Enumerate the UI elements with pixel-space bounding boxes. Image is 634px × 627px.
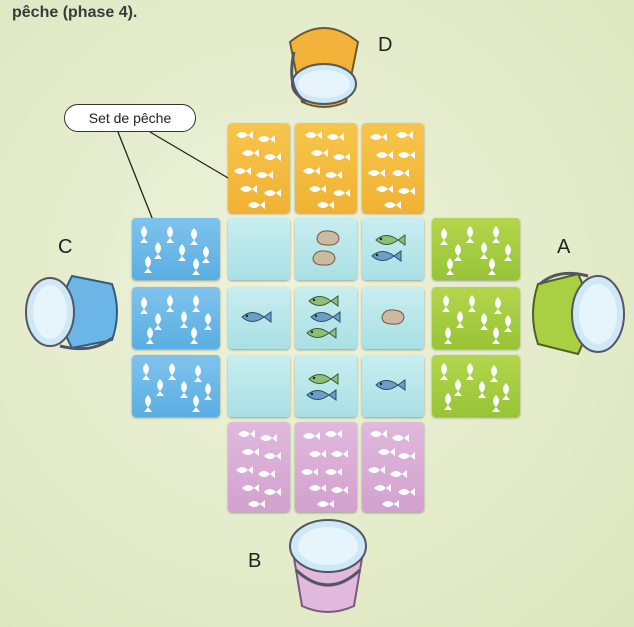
pink-fish-card[interactable] [362,422,424,512]
player-label-d: D [378,34,392,57]
water-card-rock[interactable] [295,218,357,280]
pink-fish-card[interactable] [228,422,290,512]
water-card-empty[interactable] [228,355,290,417]
water-card-fish[interactable] [362,218,424,280]
green-fish-card[interactable] [432,287,520,349]
orange-fish-card[interactable] [362,123,424,213]
blue-fish-card[interactable] [132,287,220,349]
player-label-b: B [248,550,261,573]
water-card-rock[interactable] [362,287,424,349]
water-card-fish[interactable] [295,287,357,349]
player-label-a: A [557,236,570,259]
bucket-icon [278,510,378,620]
bucket-icon [12,268,124,354]
water-card-empty[interactable] [228,218,290,280]
orange-fish-card[interactable] [228,123,290,213]
water-card-fish[interactable] [228,287,290,349]
player-label-c: C [58,236,72,259]
green-fish-card[interactable] [432,355,520,417]
green-fish-card[interactable] [432,218,520,280]
orange-fish-card[interactable] [295,123,357,213]
pink-fish-card[interactable] [295,422,357,512]
blue-fish-card[interactable] [132,355,220,417]
blue-fish-card[interactable] [132,218,220,280]
water-card-fish[interactable] [295,355,357,417]
water-card-fish[interactable] [362,355,424,417]
bucket-icon [528,266,634,362]
bucket-icon [276,12,372,112]
